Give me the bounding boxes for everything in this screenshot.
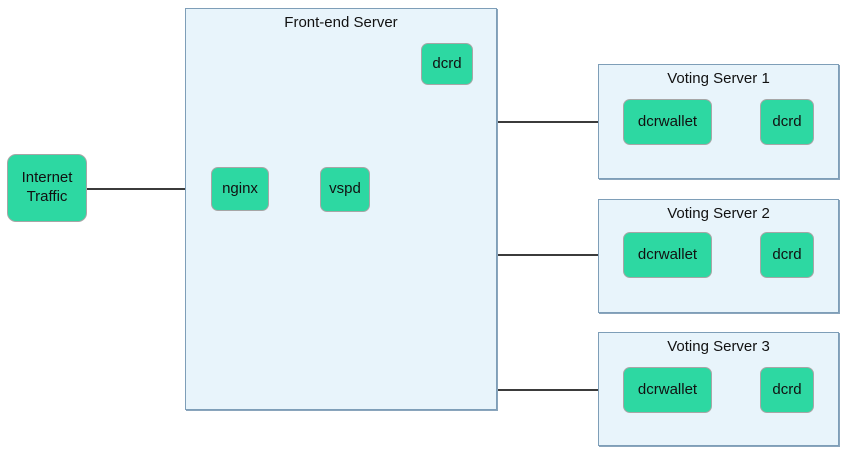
- node-internet-traffic: Internet Traffic: [7, 154, 87, 222]
- node-voting-server-3-dcrd: dcrd: [760, 367, 814, 413]
- node-vspd: vspd: [320, 167, 370, 212]
- node-voting-server-2-dcrd: dcrd: [760, 232, 814, 278]
- frontend-server-title: Front-end Server: [284, 14, 398, 31]
- node-voting-server-3-dcrwallet: dcrwallet: [623, 367, 712, 413]
- node-nginx: nginx: [211, 167, 269, 211]
- node-voting-server-1-dcrd: dcrd: [760, 99, 814, 145]
- voting-server-2-title: Voting Server 2: [667, 205, 770, 222]
- voting-server-3-title: Voting Server 3: [667, 338, 770, 355]
- node-frontend-dcrd: dcrd: [421, 43, 473, 85]
- node-voting-server-1-dcrwallet: dcrwallet: [623, 99, 712, 145]
- voting-server-1-title: Voting Server 1: [667, 70, 770, 87]
- node-voting-server-2-dcrwallet: dcrwallet: [623, 232, 712, 278]
